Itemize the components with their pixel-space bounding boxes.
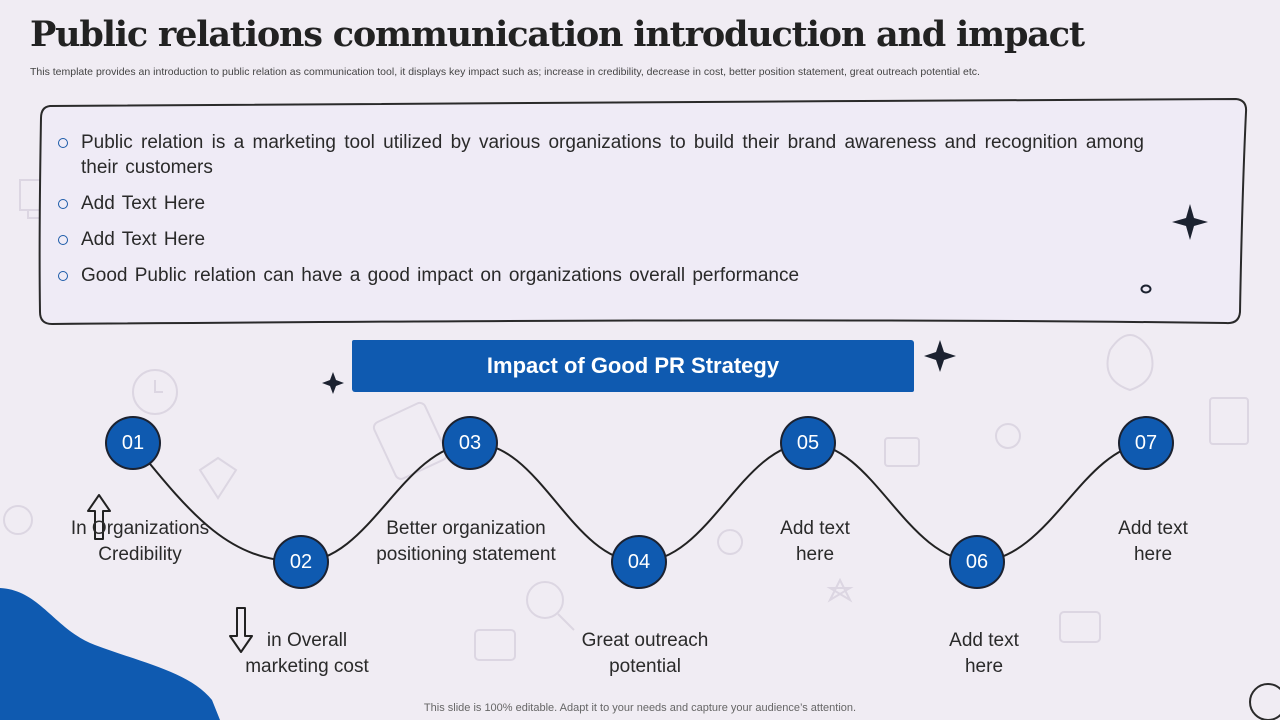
page-title: Public relations communication introduct… — [30, 14, 1085, 55]
bullet-text: Add Text Here — [81, 229, 206, 250]
intro-box-frame — [38, 97, 1248, 326]
settings-icon — [717, 529, 744, 555]
step-label-06: Add text here — [949, 630, 1019, 677]
step-node-03: 03 — [442, 416, 498, 470]
page-subtitle: This template provides an introduction t… — [30, 66, 980, 78]
folder-icon — [884, 437, 920, 467]
step-node-02: 02 — [273, 535, 329, 589]
step-node-06: 06 — [949, 535, 1005, 589]
bullet-text: Good Public relation can have a good imp… — [81, 265, 800, 286]
arrow-down-icon — [229, 607, 253, 653]
briefcase-icon — [1059, 611, 1101, 643]
step-node-01: 01 — [105, 416, 161, 470]
step-label-04: Great outreach potential — [581, 630, 709, 677]
bullet-circle-icon — [58, 271, 68, 281]
step-label-03: Better organization positioning statemen… — [376, 518, 556, 565]
coin-icon — [995, 423, 1021, 449]
clock-icon — [132, 369, 178, 415]
bullet-item: Add Text Here — [58, 191, 1144, 216]
impact-banner: Impact of Good PR Strategy — [352, 340, 914, 392]
step-label-07: Add text here — [1118, 518, 1188, 565]
gear-icon — [3, 505, 33, 535]
arrow-up-icon — [87, 494, 111, 540]
bullet-item: Good Public relation can have a good imp… — [58, 263, 1144, 288]
sparkle-icon — [924, 340, 956, 372]
bullet-item: Public relation is a marketing tool util… — [58, 130, 1144, 180]
folder-doodle-icon — [474, 629, 516, 661]
step-node-05: 05 — [780, 416, 836, 470]
step-node-07: 07 — [1118, 416, 1174, 470]
intro-bullet-list: Public relation is a marketing tool util… — [58, 130, 1144, 299]
step-node-04: 04 — [611, 535, 667, 589]
phone-icon — [372, 401, 448, 480]
bullet-circle-icon — [58, 138, 68, 148]
diamond-icon — [198, 456, 238, 500]
bullet-circle-icon — [58, 199, 68, 209]
star-doodle-icon — [826, 577, 854, 603]
bullet-item: Add Text Here — [58, 227, 1144, 252]
bag-icon — [1106, 334, 1154, 392]
bullet-circle-icon — [58, 235, 68, 245]
magnifier-icon — [526, 581, 564, 619]
step-label-05: Add text here — [780, 518, 850, 565]
footer-note: This slide is 100% editable. Adapt it to… — [423, 702, 857, 714]
clipboard-icon — [1209, 397, 1249, 445]
step-label-02: in Overall marketing cost — [245, 630, 369, 677]
step-label-01: In Organizations Credibility — [70, 518, 210, 565]
bullet-text: Add Text Here — [81, 193, 206, 214]
sparkle-icon — [322, 372, 344, 394]
sparkle-icon — [1172, 204, 1208, 240]
bullet-text: Public relation is a marketing tool util… — [81, 132, 1144, 178]
